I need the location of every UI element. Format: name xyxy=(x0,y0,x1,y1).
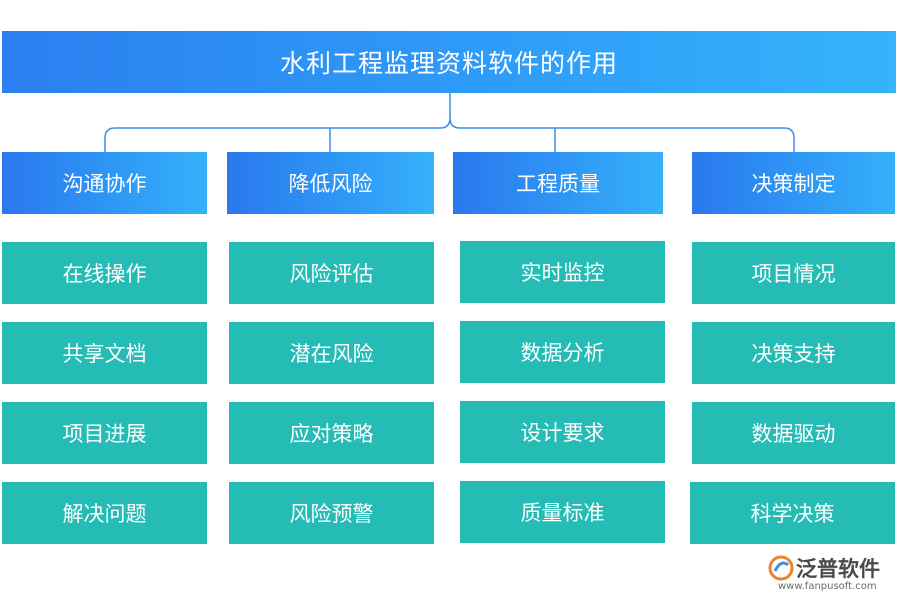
diagram-title-text: 水利工程监理资料软件的作用 xyxy=(279,49,618,78)
item-box: 解决问题 xyxy=(2,482,207,544)
item-label: 质量标准 xyxy=(520,501,605,525)
item-box: 数据驱动 xyxy=(692,402,895,464)
brand-logo: 泛普软件 www.fanpusoft.com xyxy=(768,553,896,597)
category-heading-2: 降低风险 xyxy=(227,152,434,214)
bracket-connector xyxy=(104,93,795,152)
item-box: 共享文档 xyxy=(2,322,207,384)
diagram-title: 水利工程监理资料软件的作用 xyxy=(2,31,896,93)
item-box: 风险评估 xyxy=(229,242,434,304)
item-box: 风险预警 xyxy=(229,482,434,544)
item-box: 质量标准 xyxy=(460,481,665,543)
category-heading-1-label: 沟通协作 xyxy=(62,172,147,196)
item-box: 项目情况 xyxy=(692,242,895,304)
item-label: 项目情况 xyxy=(751,262,836,286)
item-label: 风险预警 xyxy=(289,502,374,526)
brand-logo-name: 泛普软件 xyxy=(796,557,880,581)
item-label: 数据分析 xyxy=(520,341,605,365)
item-label: 设计要求 xyxy=(520,421,605,445)
item-box: 实时监控 xyxy=(460,241,665,303)
category-heading-1: 沟通协作 xyxy=(2,152,207,214)
item-label: 共享文档 xyxy=(62,342,147,366)
category-heading-2-label: 降低风险 xyxy=(288,172,373,196)
brand-logo-icon xyxy=(768,555,794,581)
item-label: 科学决策 xyxy=(750,502,835,526)
item-label: 数据驱动 xyxy=(751,422,836,446)
item-box: 决策支持 xyxy=(692,322,895,384)
item-label: 解决问题 xyxy=(62,502,147,526)
category-heading-4-label: 决策制定 xyxy=(751,172,836,196)
item-box: 在线操作 xyxy=(2,242,207,304)
item-label: 实时监控 xyxy=(520,261,605,285)
item-label: 项目进展 xyxy=(62,422,147,446)
item-box: 科学决策 xyxy=(690,482,895,544)
bracket-line xyxy=(104,93,795,152)
item-label: 决策支持 xyxy=(751,342,836,366)
category-heading-3-label: 工程质量 xyxy=(516,172,600,196)
item-box: 设计要求 xyxy=(460,401,665,463)
item-label: 应对策略 xyxy=(289,422,374,446)
item-box: 数据分析 xyxy=(460,321,665,383)
item-label: 在线操作 xyxy=(62,262,147,286)
brand-logo-url: www.fanpusoft.com xyxy=(778,581,877,592)
category-heading-3: 工程质量 xyxy=(453,152,663,214)
item-box: 项目进展 xyxy=(2,402,207,464)
item-label: 潜在风险 xyxy=(289,342,374,366)
item-box: 应对策略 xyxy=(229,402,434,464)
category-heading-4: 决策制定 xyxy=(692,152,895,214)
item-box: 潜在风险 xyxy=(229,322,434,384)
item-label: 风险评估 xyxy=(289,262,374,286)
